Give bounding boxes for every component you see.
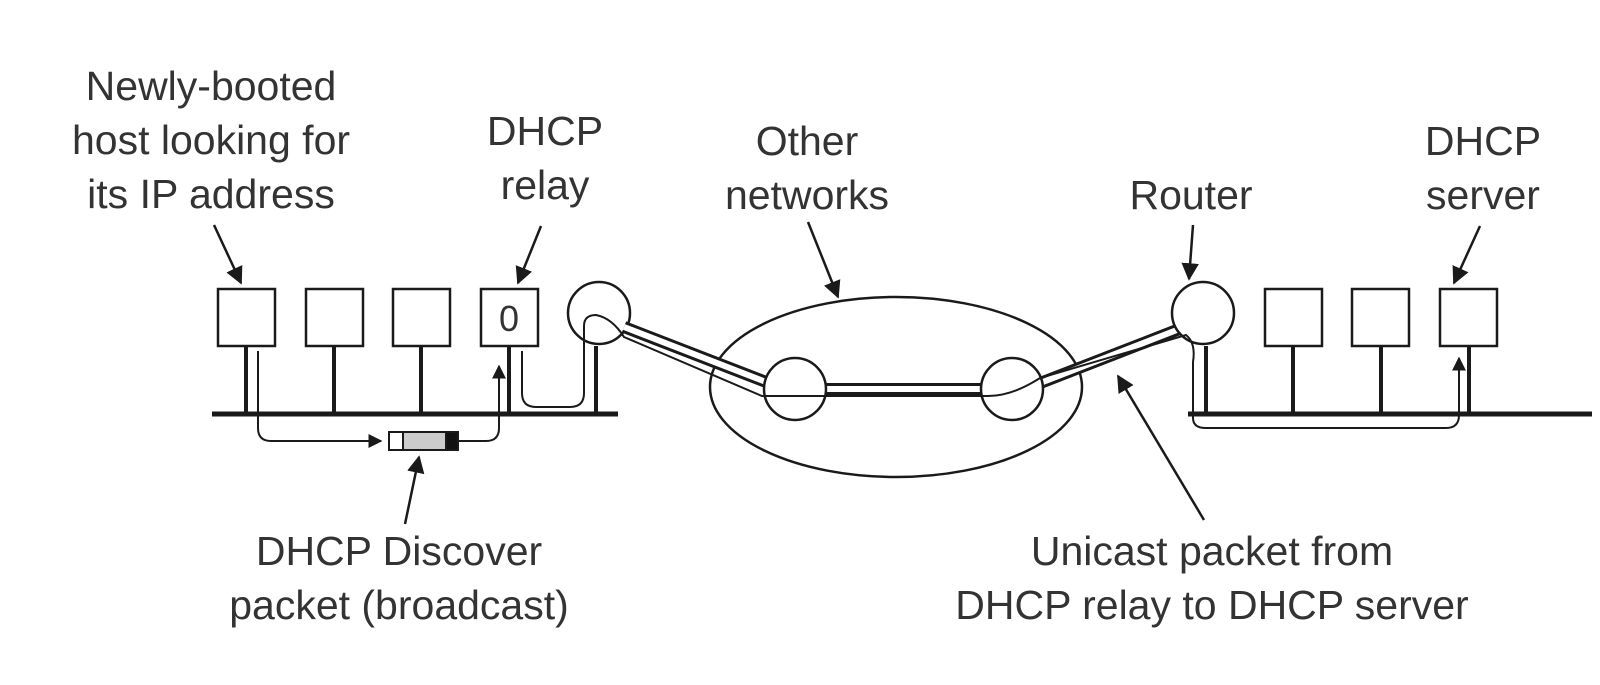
labels: Newly-booted host looking for its IP add…: [72, 63, 1541, 628]
dhcp-relay-host: [479, 287, 540, 348]
link-left-to-cloud-inner: [622, 324, 768, 385]
unicast-path: [521, 313, 1466, 429]
router-label: Router: [1129, 172, 1252, 218]
discover-label-line-2: packet (broadcast): [229, 582, 569, 628]
other-networks-pointer-arrow: [806, 221, 841, 299]
left-lan: 0: [212, 280, 632, 417]
relay-label-line-2: relay: [501, 162, 590, 208]
host-label-line-2: host looking for: [72, 117, 350, 163]
server-label-line-2: server: [1426, 172, 1540, 218]
dhcp-server: [1438, 287, 1499, 348]
packet-body: [402, 431, 447, 451]
other-networks: [621, 295, 1185, 479]
packet-paths: [257, 313, 1466, 448]
cloud-router-right: [979, 356, 1045, 422]
host-2: [304, 287, 365, 348]
unicast-label-line-1: Unicast packet from: [1031, 528, 1393, 574]
host-3: [391, 287, 452, 348]
other-networks-label-line-2: networks: [725, 172, 889, 218]
broadcast-path-host-to-packet: [257, 351, 383, 448]
right-host-1: [1263, 287, 1324, 348]
relay-box-text: 0: [499, 298, 519, 339]
discover-pointer-arrow: [403, 455, 425, 525]
unicast-label-line-2: DHCP relay to DHCP server: [955, 582, 1468, 628]
discover-label-line-1: DHCP Discover: [256, 528, 542, 574]
pointer-arrows: [212, 221, 1482, 525]
host-pointer-arrow: [212, 224, 243, 285]
right-router: [1170, 280, 1236, 346]
server-label-line-1: DHCP: [1425, 118, 1541, 164]
newly-booted-host: [216, 287, 277, 348]
relay-pointer-arrow: [515, 225, 543, 285]
right-host-2: [1350, 287, 1411, 348]
other-networks-label-line-1: Other: [756, 118, 859, 164]
packet-header: [388, 431, 404, 451]
right-lan: [1170, 280, 1592, 417]
host-label-line-1: Newly-booted: [86, 63, 337, 109]
server-pointer-arrow: [1452, 225, 1482, 285]
dhcp-discover-packet: [388, 431, 459, 451]
relay-label-line-1: DHCP: [487, 108, 603, 154]
broadcast-path-packet-to-relay: [458, 364, 506, 442]
packet-trailer: [445, 431, 459, 451]
left-router: [566, 280, 632, 346]
unicast-pointer-arrow: [1116, 374, 1206, 521]
host-label-line-3: its IP address: [87, 171, 335, 217]
cloud-router-left: [762, 356, 828, 422]
link-cloud-to-right-inner: [1028, 325, 1184, 390]
router-pointer-arrow: [1181, 224, 1199, 281]
